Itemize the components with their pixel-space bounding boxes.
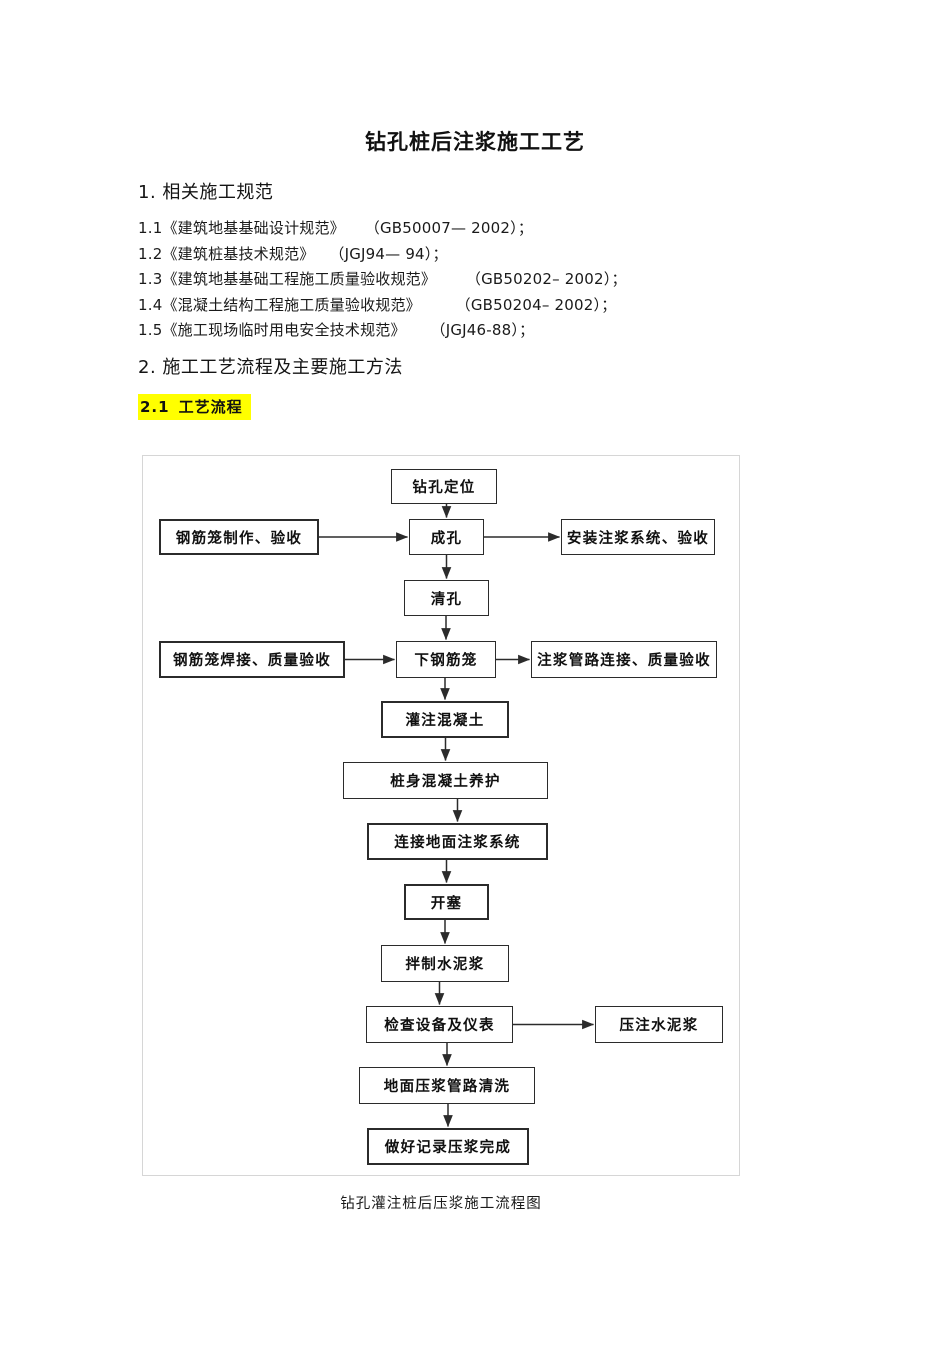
specification-code: （GB50007— 2002）； xyxy=(364,219,534,237)
flow-node-label: 连接地面注浆系统 xyxy=(394,835,521,851)
flowchart-frame: 钻孔定位钢筋笼制作、验收 成孔 安装注浆系统、验收清孔钢筋笼焊接、质量验收 下钢筋笼 注… xyxy=(142,455,740,1176)
specification-gap xyxy=(406,321,431,339)
specification-number: 1.5 xyxy=(138,321,163,339)
flow-node-label: 清孔 xyxy=(430,591,463,608)
specification-code: （GB50204– 2002）； xyxy=(455,295,617,314)
specification-gap xyxy=(314,245,329,263)
specification-line: 1.5 《施工现场临时用电安全技术规范》 （JGJ46-88）； xyxy=(138,318,838,344)
flow-node-n7: 下钢筋笼 xyxy=(396,641,496,678)
specification-name: 《建筑地基基础设计规范》 xyxy=(162,219,345,237)
subsection-number: 2.1 xyxy=(140,398,170,416)
specification-line: 1.2 《建筑桩基技术规范》 （JGJ94— 94）； xyxy=(138,242,838,268)
specification-name: 《建筑地基基础工程施工质量验收规范》 xyxy=(162,270,437,288)
flow-node-label: 拌制水泥浆 xyxy=(405,957,485,973)
specification-line: 1.3 《建筑地基基础工程施工质量验收规范》 （GB50202– 2002）； xyxy=(138,267,838,293)
flow-node-n17: 做好记录压浆完成 xyxy=(367,1128,529,1165)
flow-node-n2: 钢筋笼制作、验收 xyxy=(159,519,319,555)
page-title: 钻孔桩后注浆施工工艺 xyxy=(365,130,585,154)
flow-node-label: 钢筋笼制作、验收 xyxy=(175,530,303,547)
specification-name: 《施工现场临时用电安全技术规范》 xyxy=(162,321,406,339)
specification-gap xyxy=(436,270,466,288)
flow-node-n10: 桩身混凝土养护 xyxy=(343,762,548,799)
flow-node-label: 地面压浆管路清洗 xyxy=(383,1079,511,1095)
specification-number: 1.4 xyxy=(138,295,163,314)
specification-number: 1.3 xyxy=(138,270,163,288)
specification-gap xyxy=(345,219,365,237)
flow-node-label: 钻孔定位 xyxy=(412,480,476,496)
flow-node-n15: 压注水泥浆 xyxy=(595,1006,723,1043)
specification-name: 《混凝土结构工程施工质量验收规范》 xyxy=(162,295,421,314)
flow-node-label: 压注水泥浆 xyxy=(619,1018,699,1034)
heading-section-1: 1. 相关施工规范 xyxy=(138,182,274,203)
flow-node-n8: 注浆管路连接、质量验收 xyxy=(531,641,717,678)
flow-node-label: 安装注浆系统、验收 xyxy=(566,530,710,547)
flow-node-n1: 钻孔定位 xyxy=(391,469,497,504)
flow-node-label: 注浆管路连接、质量验收 xyxy=(537,653,711,669)
specification-line: 1.1 《建筑地基基础设计规范》 （GB50007— 2002）； xyxy=(138,216,838,242)
specification-code: （GB50202– 2002）； xyxy=(465,270,627,288)
flowchart-canvas: 钻孔定位钢筋笼制作、验收 成孔 安装注浆系统、验收清孔钢筋笼焊接、质量验收 下钢筋笼 注… xyxy=(143,456,741,1177)
flow-node-n12: 开塞 xyxy=(404,884,489,920)
flow-node-label: 成孔 xyxy=(430,530,463,547)
flow-node-n16: 地面压浆管路清洗 xyxy=(359,1067,535,1104)
flow-node-n5: 清孔 xyxy=(404,580,489,616)
flow-node-n13: 拌制水泥浆 xyxy=(381,945,509,982)
flow-node-label: 做好记录压浆完成 xyxy=(384,1140,512,1156)
specification-name: 《建筑桩基技术规范》 xyxy=(162,244,315,263)
flow-node-label: 钢筋笼焊接、质量验收 xyxy=(173,653,331,669)
flow-node-label: 桩身混凝土养护 xyxy=(390,774,501,790)
flow-node-n6: 钢筋笼焊接、质量验收 xyxy=(159,641,345,678)
flow-node-n14: 检查设备及仪表 xyxy=(366,1006,513,1043)
specification-code: （JGJ46-88）； xyxy=(430,321,535,339)
specification-code: （JGJ94— 94）； xyxy=(329,244,448,263)
specification-number: 1.2 xyxy=(138,244,163,263)
flow-node-label: 检查设备及仪表 xyxy=(384,1018,495,1034)
flow-node-label: 下钢筋笼 xyxy=(414,653,478,669)
heading-subsection-2-1: 2.1 工艺流程 xyxy=(138,394,251,420)
flow-node-label: 开塞 xyxy=(430,895,463,912)
specification-number: 1.1 xyxy=(138,219,163,237)
flow-node-n9: 灌注混凝土 xyxy=(381,701,509,738)
flow-node-n4: 安装注浆系统、验收 xyxy=(561,519,715,555)
flow-node-n3: 成孔 xyxy=(409,519,484,555)
flow-node-label: 灌注混凝土 xyxy=(405,713,485,729)
specification-line: 1.4 《混凝土结构工程施工质量验收规范》 （GB50204– 2002）； xyxy=(138,293,838,319)
specification-list: 1.1 《建筑地基基础设计规范》 （GB50007— 2002）；1.2 《建筑… xyxy=(138,216,838,344)
specification-gap xyxy=(421,296,456,314)
flow-node-n11: 连接地面注浆系统 xyxy=(367,823,548,860)
heading-section-2: 2. 施工工艺流程及主要施工方法 xyxy=(138,357,403,378)
flowchart-caption: 钻孔灌注桩后压浆施工流程图 xyxy=(340,1196,542,1212)
subsection-label: 工艺流程 xyxy=(178,398,243,416)
